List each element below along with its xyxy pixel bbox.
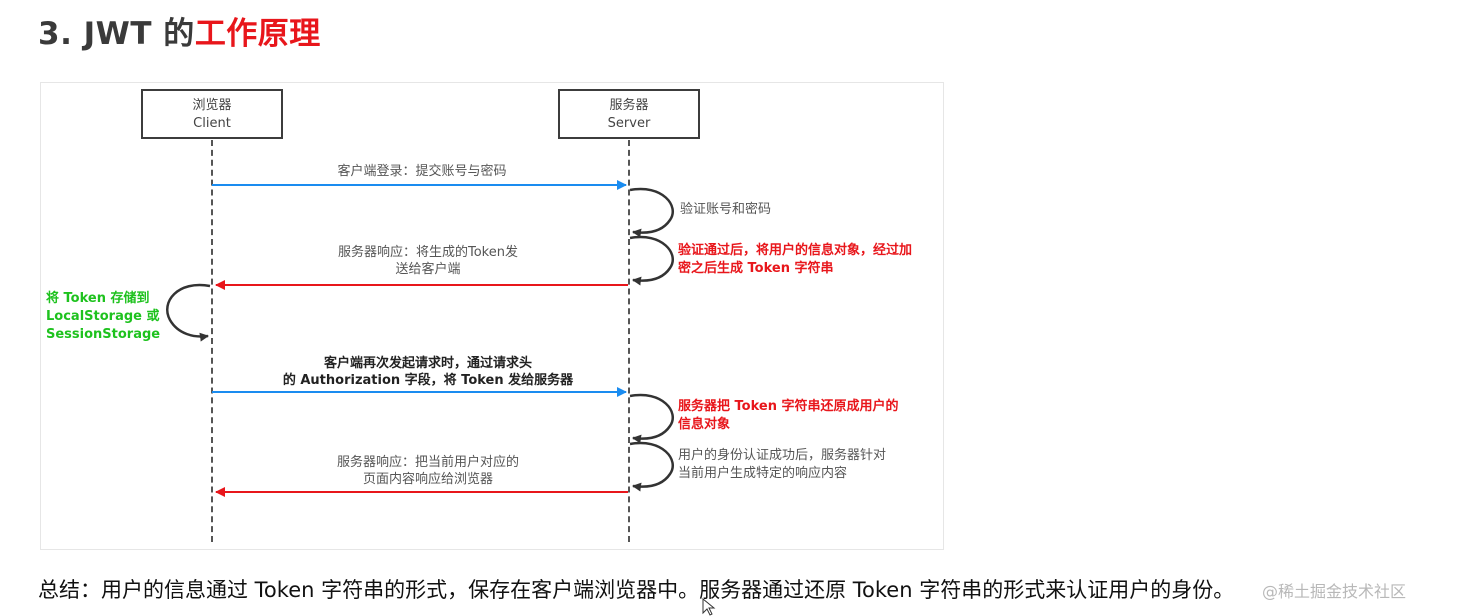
authorized-request-label: 客户端再次发起请求时，通过请求头 的 Authorization 字段，将 To… xyxy=(232,355,624,389)
verify-self-loop xyxy=(629,187,674,238)
client-actor-name: 浏览器 xyxy=(192,98,232,113)
title-prefix: 3. JWT 的 xyxy=(38,16,195,52)
store-note-line3: SessionStorage xyxy=(46,327,161,342)
login-message-label: 客户端登录：提交账号与密码 xyxy=(337,164,507,179)
client-lifeline xyxy=(211,140,213,542)
auth-self-loop xyxy=(629,441,674,492)
restore-self-loop xyxy=(629,393,674,444)
summary-text: 总结：用户的信息通过 Token 字符串的形式，保存在客户端浏览器中。服务器通过… xyxy=(38,578,1235,602)
page-title: 3. JWT 的工作原理 xyxy=(38,8,321,53)
server-actor-subtitle: Server xyxy=(607,116,651,131)
verify-note: 验证账号和密码 xyxy=(680,202,772,217)
server-lifeline xyxy=(628,140,630,542)
encrypt-note-line1: 验证通过后，将用户的信息对象，经过加 xyxy=(678,243,913,258)
store-self-loop xyxy=(166,283,211,342)
restore-note-line1: 服务器把 Token 字符串还原成用户的 xyxy=(678,399,899,414)
encrypt-note: 验证通过后，将用户的信息对象，经过加 密之后生成 Token 字符串 xyxy=(678,242,912,278)
store-note-line2: LocalStorage 或 xyxy=(46,309,160,324)
auth-note-line1: 用户的身份认证成功后，服务器针对 xyxy=(678,448,887,463)
server-actor-box: 服务器 Server xyxy=(558,89,700,139)
encrypt-self-loop xyxy=(629,235,674,286)
watermark-text: @稀土掘金技术社区 xyxy=(1262,582,1407,601)
store-note: 将 Token 存储到 LocalStorage 或 SessionStorag… xyxy=(46,290,160,344)
client-actor-subtitle: Client xyxy=(193,116,231,131)
authorized-request-line2: 的 Authorization 字段，将 Token 发给服务器 xyxy=(282,373,574,388)
restore-note-line2: 信息对象 xyxy=(678,417,731,432)
token-response-line1: 服务器响应：将生成的Token发 xyxy=(338,245,518,260)
sequence-diagram-panel xyxy=(40,82,944,550)
token-response-line2: 送给客户端 xyxy=(395,262,461,277)
title-highlight: 工作原理 xyxy=(194,16,321,52)
page-response-line1: 服务器响应：把当前用户对应的 xyxy=(336,455,519,470)
restore-note: 服务器把 Token 字符串还原成用户的 信息对象 xyxy=(678,398,899,434)
auth-note-line2: 当前用户生成特定的响应内容 xyxy=(678,466,848,481)
page-response-line2: 页面内容响应给浏览器 xyxy=(362,472,493,487)
encrypt-note-line2: 密之后生成 Token 字符串 xyxy=(678,261,834,276)
server-actor-name: 服务器 xyxy=(609,98,649,113)
page-response-label: 服务器响应：把当前用户对应的 页面内容响应给浏览器 xyxy=(286,454,570,488)
store-note-line1: 将 Token 存储到 xyxy=(46,291,150,306)
mouse-cursor-icon xyxy=(702,598,716,616)
token-response-label: 服务器响应：将生成的Token发 送给客户端 xyxy=(290,244,566,278)
auth-note: 用户的身份认证成功后，服务器针对 当前用户生成特定的响应内容 xyxy=(678,447,886,483)
authorized-request-line1: 客户端再次发起请求时，通过请求头 xyxy=(323,356,532,371)
client-actor-box: 浏览器 Client xyxy=(141,89,283,139)
